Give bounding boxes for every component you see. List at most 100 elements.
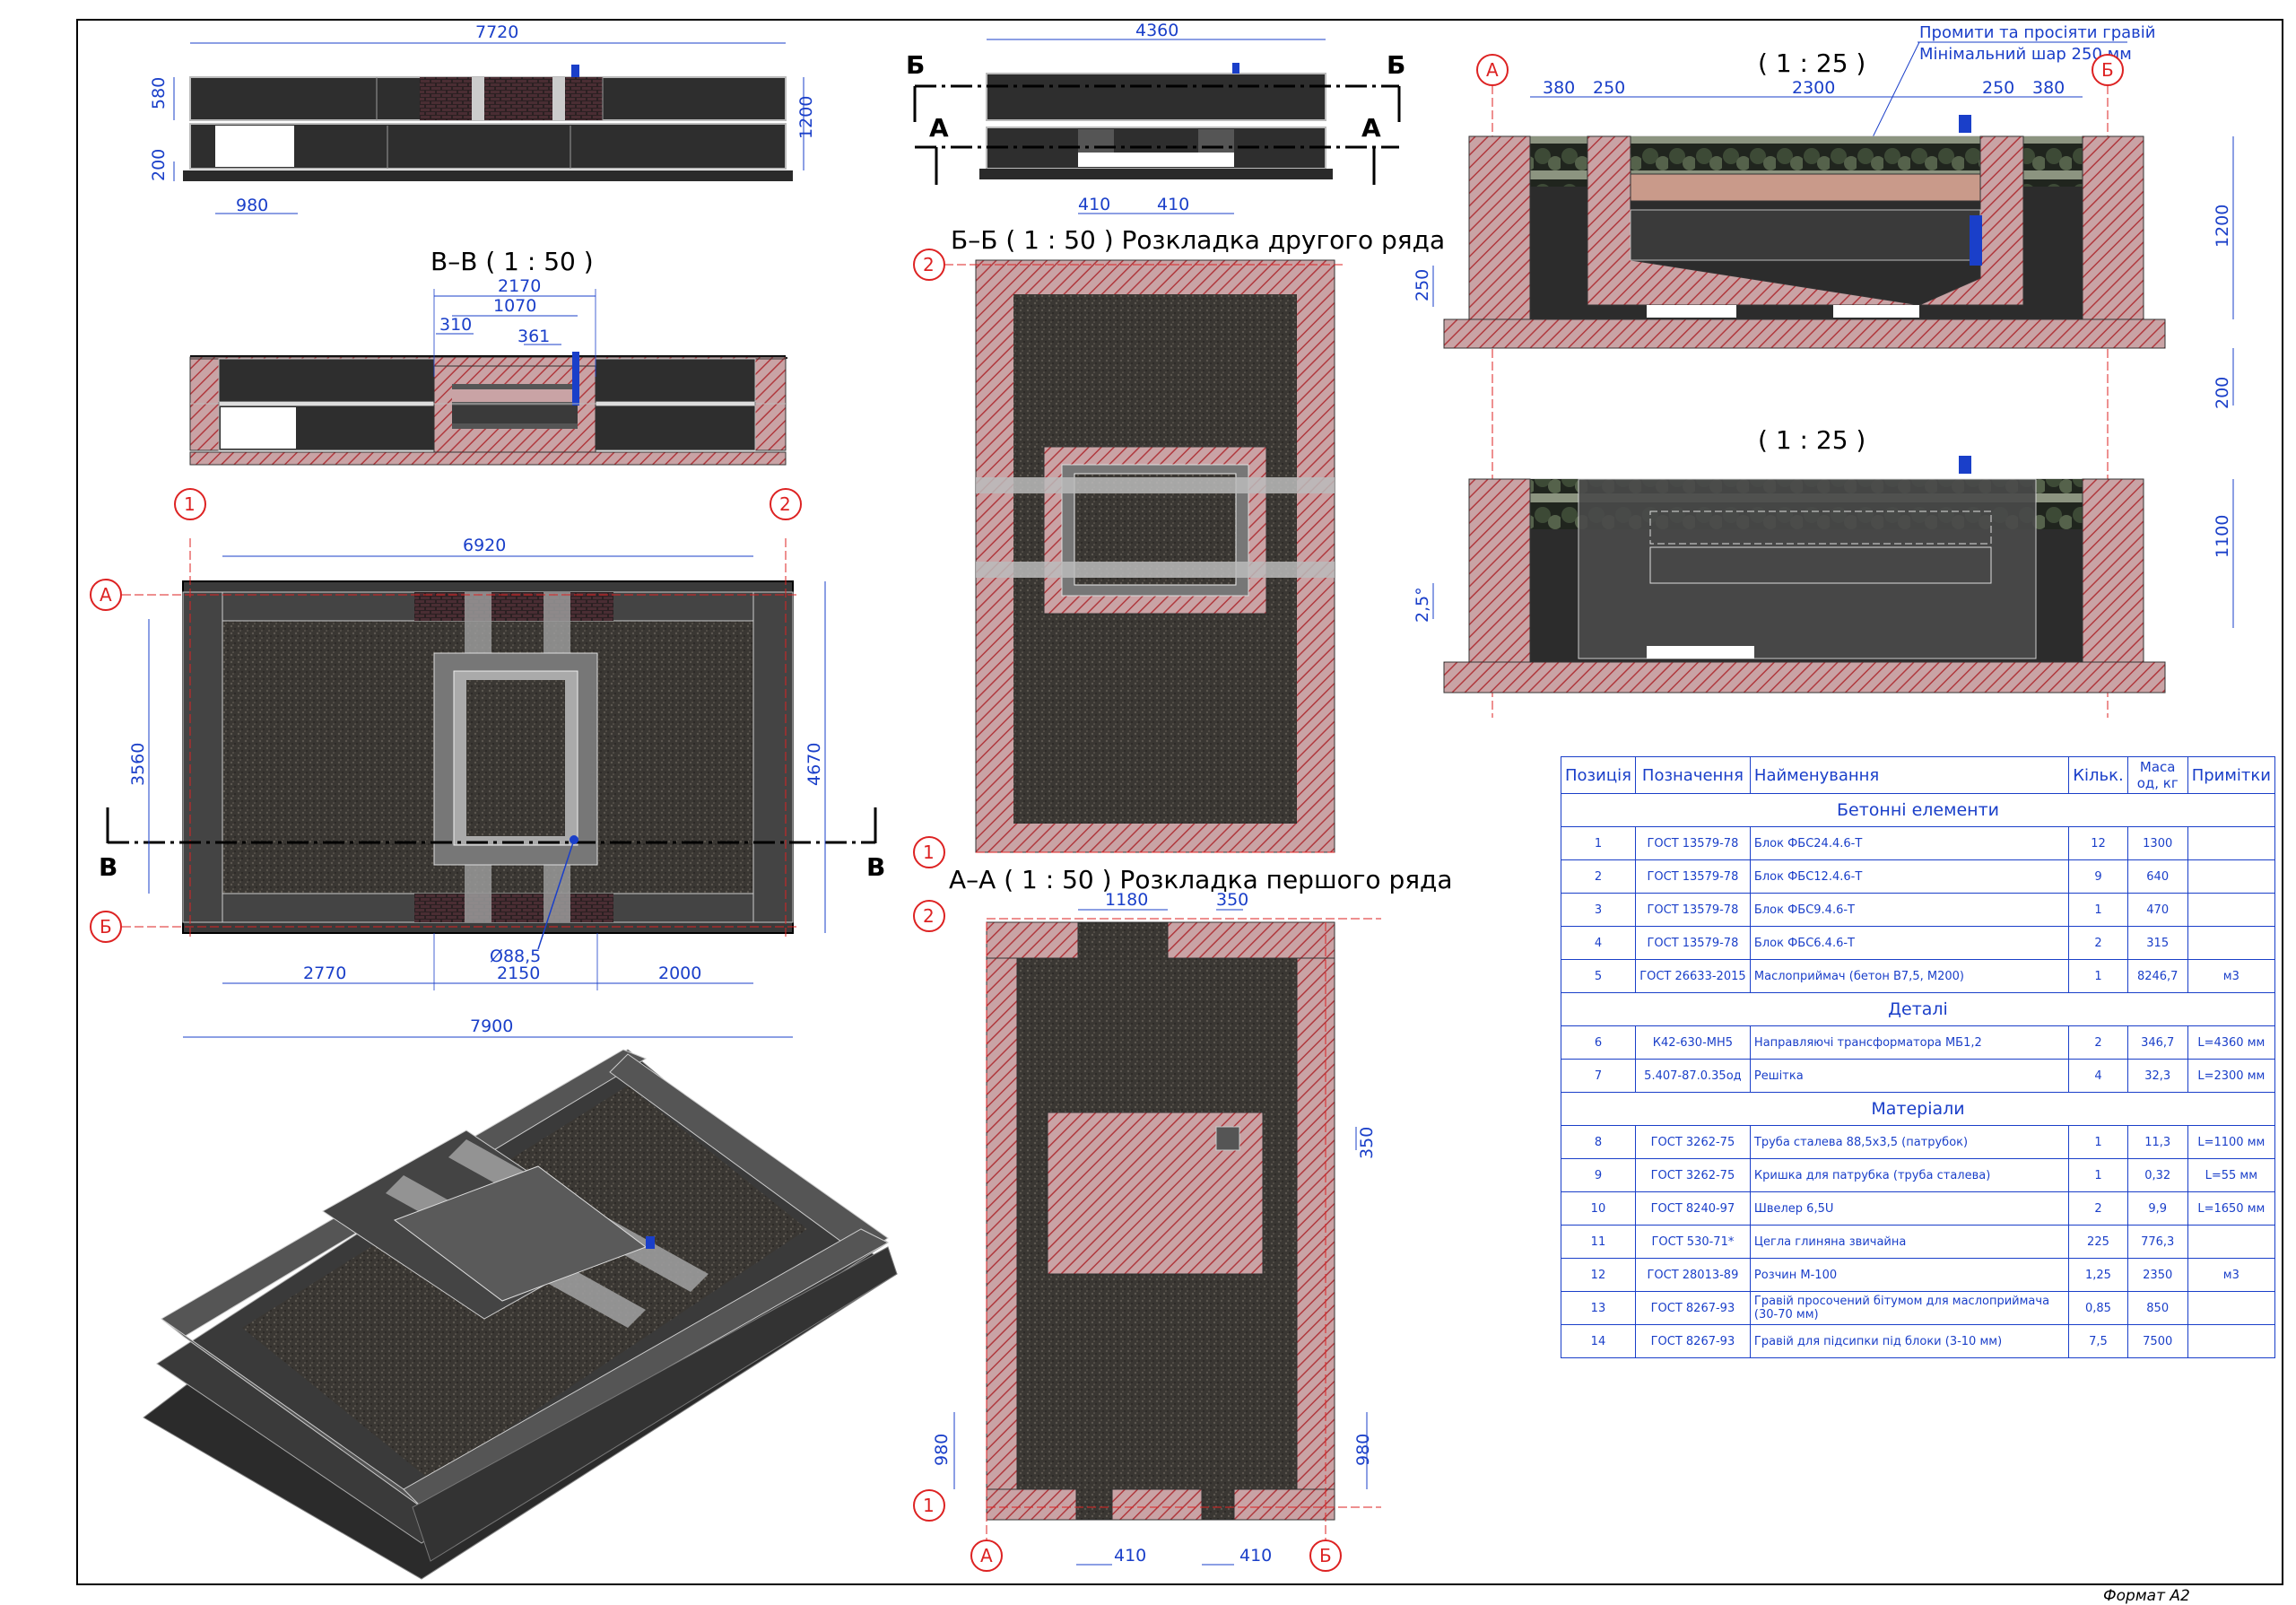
- aa-dim-980l: 980: [932, 1434, 952, 1466]
- table-cell: 4: [1561, 926, 1636, 960]
- table-cell: ГОСТ 530-71*: [1634, 1225, 1751, 1259]
- table-cell: L=55 мм: [2187, 1158, 2276, 1192]
- plan-axis-a: А: [100, 584, 112, 606]
- aa-dim-350: 350: [1216, 890, 1248, 910]
- right-dim-slope: 2,5°: [1413, 587, 1432, 623]
- table-cell: [2187, 1225, 2276, 1259]
- table-group-title: Матеріали: [1561, 1092, 2275, 1126]
- table-cell: 346,7: [2126, 1025, 2188, 1060]
- table-header-row: Позиція Позначення Найменування Кільк. М…: [1561, 756, 2276, 794]
- plan-dim-pipe: Ø88,5: [490, 946, 541, 966]
- table-cell: 2350: [2126, 1258, 2188, 1292]
- table-cell: 9: [2068, 859, 2128, 894]
- right-section-2: ( 1 : 25 ) 1100 2,5°: [1413, 425, 2234, 693]
- table-cell: ГОСТ 13579-78: [1634, 893, 1751, 927]
- table-cell: 9,9: [2126, 1191, 2188, 1226]
- front-dim-580: 580: [149, 77, 169, 109]
- vv-dim-1070: 1070: [493, 296, 536, 316]
- aa-axis-2: 2: [923, 905, 935, 927]
- table-cell: Розчин М-100: [1749, 1258, 2070, 1292]
- table-cell: ГОСТ 3262-75: [1634, 1158, 1751, 1192]
- plan-axis-b: Б: [100, 916, 112, 938]
- mid-dim-4360: 4360: [1135, 21, 1178, 40]
- right-note-line2: Мінімальний шар 250 мм: [1919, 45, 2132, 64]
- right-dim-380a: 380: [1543, 78, 1575, 98]
- table-group-row: Матеріали: [1561, 1092, 2275, 1126]
- plan-dim-2000: 2000: [658, 964, 701, 983]
- plan-cut-label-left: В: [99, 852, 117, 882]
- right-axis-a: А: [1486, 59, 1499, 81]
- right-scale-2: ( 1 : 25 ): [1758, 425, 1866, 455]
- table-cell: ГОСТ 13579-78: [1634, 859, 1751, 894]
- plan-axis-1: 1: [184, 493, 196, 515]
- section-bb: Б–Б ( 1 : 50 ) Розкладка другого ряда 2 …: [913, 225, 1445, 868]
- table-cell: 11,3: [2126, 1125, 2188, 1159]
- table-group-title: Деталі: [1561, 992, 2275, 1026]
- table-cell: 1: [2068, 893, 2128, 927]
- table-cell: ГОСТ 8267-93: [1634, 1291, 1751, 1325]
- plan-dim-2150: 2150: [497, 964, 540, 983]
- table-cell: Направляючі трансформатора МБ1,2: [1749, 1025, 2070, 1060]
- right-section-1: ( 1 : 25 ) Промити та просіяти гравій Мі…: [1413, 23, 2234, 718]
- table-cell: 7,5: [2068, 1324, 2128, 1358]
- bb-title: Б–Б ( 1 : 50 ) Розкладка другого ряда: [951, 225, 1445, 255]
- plan-cut-label-right: В: [866, 852, 885, 882]
- table-cell: ГОСТ 13579-78: [1634, 926, 1751, 960]
- table-cell: 2: [2068, 1191, 2128, 1226]
- table-cell: Швелер 6,5U: [1749, 1191, 2070, 1226]
- right-axis-b: Б: [2101, 59, 2114, 81]
- header-position: Позиція: [1561, 756, 1636, 794]
- right-scale-1: ( 1 : 25 ): [1758, 48, 1866, 78]
- table-cell: 10: [1561, 1191, 1636, 1226]
- table-cell: 0,32: [2126, 1158, 2188, 1192]
- right-dim-250a: 250: [1593, 78, 1625, 98]
- table-cell: L=2300 мм: [2187, 1059, 2276, 1093]
- aa-dim-1180: 1180: [1105, 890, 1148, 910]
- table-cell: 640: [2126, 859, 2188, 894]
- table-cell: Кришка для патрубка (труба сталева): [1749, 1158, 2070, 1192]
- table-cell: ГОСТ 8267-93: [1634, 1324, 1751, 1358]
- table-cell: Блок ФБС24.4.6-Т: [1749, 826, 2070, 860]
- table-cell: 12: [2068, 826, 2128, 860]
- front-dim-200: 200: [149, 149, 169, 181]
- right-dim-380b: 380: [2032, 78, 2065, 98]
- table-cell: Блок ФБС12.4.6-Т: [1749, 859, 2070, 894]
- table-cell: м3: [2187, 959, 2276, 993]
- bb-axis-1: 1: [923, 842, 935, 863]
- table-cell: [2187, 826, 2276, 860]
- section-vv-title: В–В ( 1 : 50 ): [430, 247, 594, 276]
- table-cell: 1: [2068, 959, 2128, 993]
- table-cell: Труба сталева 88,5х3,5 (патрубок): [1749, 1125, 2070, 1159]
- header-name: Найменування: [1749, 756, 2070, 794]
- right-dim-1200: 1200: [2213, 205, 2232, 248]
- specification-table: Позиція Позначення Найменування Кільк. М…: [1561, 756, 2276, 1358]
- aa-dim-410r: 410: [1239, 1546, 1272, 1566]
- table-cell: 1,25: [2068, 1258, 2128, 1292]
- plan-dim-4670: 4670: [804, 743, 824, 786]
- table-cell: 6: [1561, 1025, 1636, 1060]
- plan-dim-2770: 2770: [303, 964, 346, 983]
- table-cell: ГОСТ 28013-89: [1634, 1258, 1751, 1292]
- section-aa: А–А ( 1 : 50 ) Розкладка першого ряда 2 …: [913, 865, 1453, 1572]
- header-designation: Позначення: [1634, 756, 1751, 794]
- table-cell: 2: [1561, 859, 1636, 894]
- table-group-row: Деталі: [1561, 992, 2275, 1026]
- front-dim-980: 980: [236, 196, 268, 215]
- table-cell: Гравій просочений бітумом для маслоприйм…: [1749, 1291, 2070, 1325]
- table-cell: [2187, 1324, 2276, 1358]
- table-cell: L=1650 мм: [2187, 1191, 2276, 1226]
- middle-top-elevation: 4360 410 410 Б Б А А: [906, 21, 1405, 214]
- table-cell: м3: [2187, 1258, 2276, 1292]
- table-cell: 0,85: [2068, 1291, 2128, 1325]
- plan-dim-6920: 6920: [463, 536, 506, 555]
- table-cell: 470: [2126, 893, 2188, 927]
- table-cell: ГОСТ 8240-97: [1634, 1191, 1751, 1226]
- table-cell: 11: [1561, 1225, 1636, 1259]
